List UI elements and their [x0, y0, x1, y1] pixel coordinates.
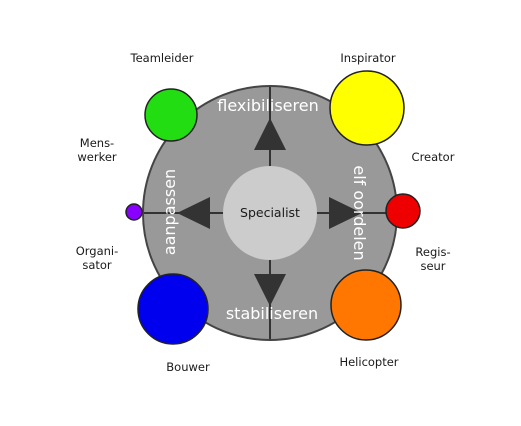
axis-label-bottom: stabiliseren — [226, 304, 318, 323]
inspirator-circle — [329, 70, 405, 146]
axis-label-left: aanpassen — [160, 169, 179, 255]
label-mens-werker: Mens-werker — [77, 136, 117, 164]
bouwer-circle — [137, 273, 209, 345]
mens-werker-circle — [125, 203, 143, 221]
axis-label-right: elf oordelen — [350, 165, 369, 260]
label-organisator: Organi-sator — [76, 244, 119, 272]
axis-label-top: flexibiliseren — [217, 96, 318, 115]
creator-circle — [385, 193, 421, 229]
label-bouwer: Bouwer — [166, 360, 210, 374]
arrow-left — [177, 197, 210, 229]
teamleider-circle — [144, 88, 198, 142]
center-circle — [223, 166, 317, 260]
arrow-up — [254, 118, 286, 150]
label-teamleider: Teamleider — [130, 51, 194, 65]
label-inspirator: Inspirator — [340, 51, 395, 65]
label-regisseur: Regis-seur — [415, 245, 450, 273]
helicopter-circle — [330, 269, 402, 341]
arrow-down — [254, 274, 286, 306]
label-helicopter: Helicopter — [339, 355, 398, 369]
label-creator: Creator — [412, 150, 455, 164]
arrow-right — [329, 197, 362, 229]
center-label: Specialist — [240, 205, 300, 220]
